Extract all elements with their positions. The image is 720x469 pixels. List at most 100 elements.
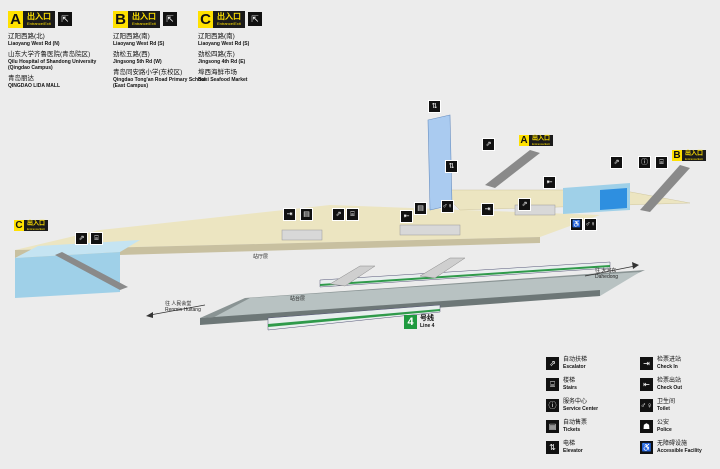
exit-c-info: C 出入口 Entrance/Exit ⇱ 辽阳西路(南)Liaoyang We… [198,10,298,83]
legend-label-cn: 无障碍设施 [657,441,688,447]
legend-label-en: Elevator [563,448,583,454]
service-center-icon: ⓘ [546,399,559,412]
stairs-down-2 [419,257,466,279]
stairs-icon: ⌸ [346,208,359,221]
exit-icon: ⇱ [163,12,177,26]
escalator-icon: ⇗ [482,138,495,151]
exit-c-letter: C [198,10,213,28]
line-name-cn: 号线 [420,315,434,322]
destination-en: Qingdao Tong'an Road Primary School (Eas… [113,77,206,89]
tickets-icon: ▤ [300,208,313,221]
destination-en: QINGDAO LIDA MALL [8,83,61,89]
exit-c-escalator [55,252,128,290]
destination-en: Jingsong 5th Rd (W) [113,59,162,65]
stairs-icon: ⌸ [655,156,668,169]
destination: 辽阳西路(南)Liaoyang West Rd (S) [198,33,298,47]
line-name-en: Line 4 [420,323,435,329]
exit-b-blue-panel [600,188,627,210]
exit-c-label: 出入口 Entrance/Exit [213,10,245,28]
destination: 劲松四路(东)Jingsong 4th Rd (E) [198,51,298,65]
map-sign-cn: 出入口 [27,220,46,227]
train-upper-stripe [320,265,610,286]
check-in-icon: ⇥ [481,203,494,216]
exit-c-label-en: Entrance/Exit [217,20,241,26]
tickets-icon: ▤ [546,420,559,433]
direction-left-en: Renmin Huitang [165,307,201,313]
check-in-icon: ⇥ [283,208,296,221]
destination-cn: 青岛同安路小学(东校区) [113,69,183,76]
destination-cn: 埠西海鲜市场 [198,69,237,76]
escalator-icon: ⇗ [75,232,88,245]
exit-b-label-cn: 出入口 [132,11,156,21]
exit-b-header: B 出入口 Entrance/Exit ⇱ [113,10,213,28]
check-out-icon: ⇤ [640,378,653,391]
destination-en: Liaoyang West Rd (S) [113,41,165,47]
destination-en: Jingsong 4th Rd (E) [198,59,246,65]
exit-a-letter: A [8,10,23,28]
exit-icon: ⇱ [58,12,72,26]
direction-right-en: Dahedong [595,274,619,280]
exit-b-info: B 出入口 Entrance/Exit ⇱ 辽阳西路(南)Liaoyang We… [113,10,213,89]
destination: 辽阳西路(北)Liaoyang West Rd (N) [8,33,108,47]
tickets-icon: ▤ [414,202,427,215]
stairs-down-1 [329,265,376,287]
exit-a-destinations: 辽阳西路(北)Liaoyang West Rd (N) 山东大学齐鲁医院(青岛院… [8,33,108,89]
destination-en: Buxi Seafood Market [198,77,248,83]
destination: 辽阳西路(南)Liaoyang West Rd (S) [113,33,213,47]
map-sign-letter: A [519,135,529,146]
exit-c-destinations: 辽阳西路(南)Liaoyang West Rd (S) 劲松四路(东)Jings… [198,33,298,83]
legend-label-cn: 电梯 [563,441,576,447]
map-sign-cn: 出入口 [532,135,551,142]
exit-b-destinations: 辽阳西路(南)Liaoyang West Rd (S) 劲松五路(西)Jings… [113,33,213,89]
platform-label: 站台层 [290,296,306,302]
gate-area [514,204,556,216]
exit-a-header: A 出入口 Entrance/Exit ⇱ [8,10,108,28]
check-out-icon: ⇤ [400,210,413,223]
exit-a-info: A 出入口 Entrance/Exit ⇱ 辽阳西路(北)Liaoyang We… [8,10,108,89]
destination-cn: 青岛丽达 [8,75,34,82]
legend-label-en: Toilet [657,406,670,412]
elevator-icon: ⇅ [428,100,441,113]
exit-c-label-cn: 出入口 [217,11,241,21]
toilet-icon: ♂♀ [640,399,653,412]
escalator-icon: ⇗ [332,208,345,221]
stairs-icon: ⌸ [90,232,103,245]
legend-label-en: Tickets [563,427,581,433]
legend-label-en: Service Center [563,406,599,412]
direction-arrow-left [149,304,206,316]
escalator-icon: ⇗ [610,156,623,169]
direction-left-cn: 往 人民会堂 [165,301,192,307]
legend-label-cn: 卫生间 [657,399,676,405]
destination: 山东大学齐鲁医院(青岛院区)Qilu Hospital of Shandong … [8,51,108,71]
legend-label-cn: 公安 [657,420,670,426]
direction-arrow-left-head [146,312,153,318]
exit-b-letter: B [113,10,128,28]
legend-label-cn: 检票进站 [657,357,682,363]
map-sign-cn: 出入口 [685,150,704,157]
escalator-icon: ⇗ [518,198,531,211]
accessible-icon: ♿ [640,441,653,454]
concourse-floor [15,205,600,250]
legend-label-en: Stairs [563,385,577,391]
map-sign-en: Entrance/Exit [532,141,550,146]
exit-a-label-cn: 出入口 [27,11,51,21]
line-badge: 4 号线 Line 4 [404,315,434,329]
direction-right-label: 往 大河东 Dahedong [595,268,618,280]
train-lower-stripe [268,309,440,327]
platform-floor [205,272,640,322]
concourse-label: 站厅层 [253,254,269,260]
legend-label-cn: 自动扶梯 [563,357,588,363]
destination-cn: 劲松四路(东) [198,51,235,58]
legend-label-en: Police [657,427,672,433]
